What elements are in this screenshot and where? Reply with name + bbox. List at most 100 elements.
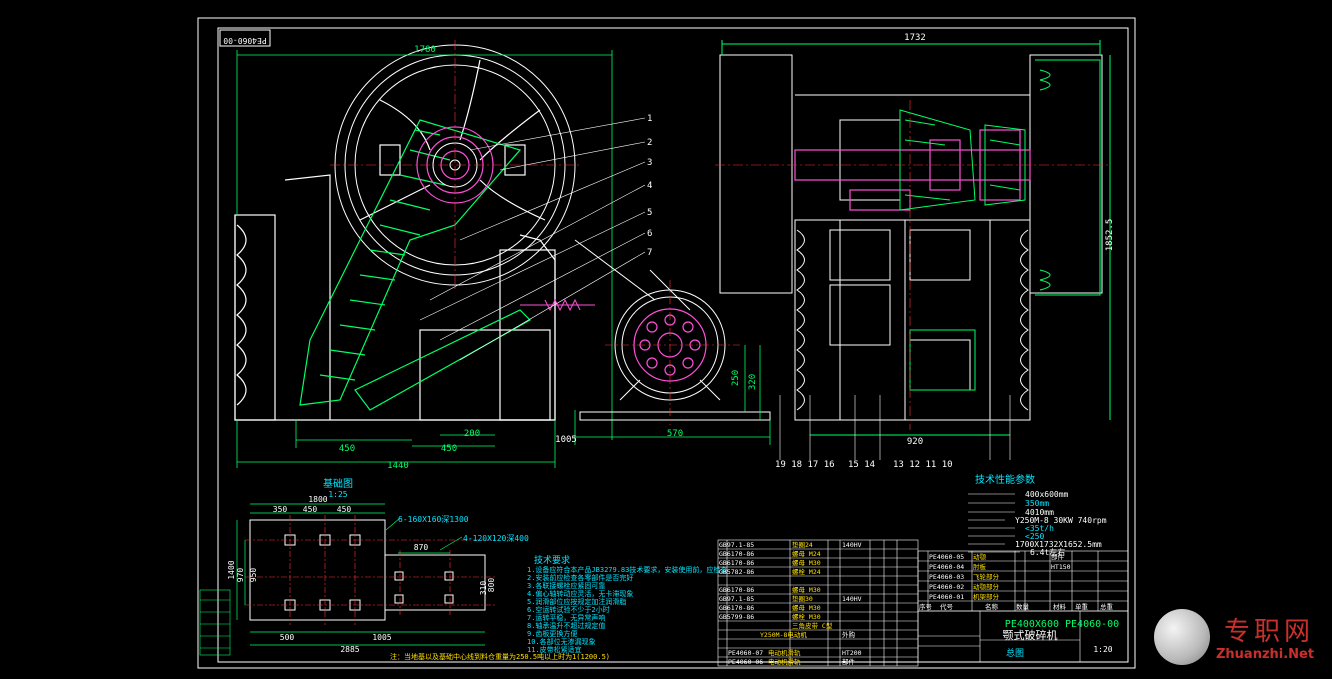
foundation-title: 基础图 xyxy=(323,477,353,490)
tech-param-value: 1700X1732X1652.5mm xyxy=(1015,540,1102,549)
table-row: PE4060-06 xyxy=(728,658,763,666)
table-header: 名称 xyxy=(985,602,999,611)
tech-param-value: 400x600mm xyxy=(1025,490,1069,499)
tech-param-value: Y250M-8 30KW 740rpm xyxy=(1015,516,1107,525)
table-row: PE4060-01 xyxy=(929,593,964,601)
table-row: GB6170-86 xyxy=(719,559,754,567)
dimension-label: 1005 xyxy=(372,633,391,642)
tech-req-footnote: 注：当地基以及基础中心线到料仓重量为250.5吨以上时为1(1200.5) xyxy=(390,652,610,661)
dim-front-top: 1780 xyxy=(414,45,436,55)
table-row: 动颚 xyxy=(973,553,987,561)
part-number: 13 12 11 10 xyxy=(893,460,953,470)
dimension-label: 450 xyxy=(303,505,318,514)
table-row: GB6170-86 xyxy=(719,604,754,612)
table-row: 螺母 M30 xyxy=(792,558,821,567)
tech-req-line: 11.皮带松紧适宜 xyxy=(527,645,582,654)
dimension-label: 870 xyxy=(414,543,429,552)
table-row: 飞轮部分 xyxy=(973,572,1000,581)
table-row: 螺母 M30 xyxy=(792,585,821,594)
watermark-cn: 专职网 xyxy=(1224,617,1315,647)
part-number: 4 xyxy=(647,181,652,191)
table-row: 螺母 M24 xyxy=(792,549,821,558)
tech-req-line: 6.空运转试验不少于2小时 xyxy=(527,605,610,614)
watermark-en: Zhuanzhi.Net xyxy=(1216,647,1315,662)
tech-req-line: 8.轴承温升不超过规定值 xyxy=(527,621,605,630)
table-row: PE4060-02 xyxy=(929,583,964,591)
dim-right-top: 1732 xyxy=(904,33,926,43)
foundation-note-1: 6-160X160深1300 xyxy=(398,515,469,524)
table-row: 电动机滑轨 xyxy=(768,657,801,666)
part-number: 15 14 xyxy=(848,460,875,470)
watermark-logo-icon xyxy=(1154,609,1210,665)
parts-list-rows: GB97.1-85 垫圈24 140HV GB6170-86 螺母 M24 GB… xyxy=(719,540,862,666)
part-number: 2 xyxy=(647,138,652,148)
table-row: 垫圈24 xyxy=(792,540,813,549)
dimension-label: 500 xyxy=(280,633,295,642)
dim-side-320: 320 xyxy=(748,374,758,390)
dim-front-200: 200 xyxy=(464,429,480,439)
table-row: GB5799-86 xyxy=(719,613,754,621)
table-row: 140HV xyxy=(842,541,862,549)
parts-list-right-rows: PE4060-05 动颚 部件 PE4060-04 肘板 HT150 PE406… xyxy=(919,552,1114,611)
part-number: 5 xyxy=(647,208,652,218)
dimension-label: 950 xyxy=(249,568,258,583)
dimension-label: 1400 xyxy=(227,560,236,579)
tech-param-value: 4010mm xyxy=(1025,508,1054,517)
part-number: 3 xyxy=(647,158,652,168)
table-row: 垫圈30 xyxy=(792,594,813,603)
table-row: HT150 xyxy=(1051,563,1071,571)
table-header: 总重 xyxy=(1100,602,1114,611)
tech-req-title: 技术要求 xyxy=(534,554,570,566)
table-row: 部件 xyxy=(842,657,856,666)
title-block-model: PE400X600 PE4060-00 xyxy=(1005,619,1119,630)
tech-params-values: 400x600mm 350mm 4010mm Y250M-8 30KW 740r… xyxy=(1015,490,1107,557)
title-block-name: 颚式破碎机 xyxy=(1003,628,1058,642)
foundation-scale: 1:25 xyxy=(328,490,347,499)
table-row: 电动机滑轨 xyxy=(768,648,801,657)
tech-param-value: 350mm xyxy=(1025,499,1049,508)
tech-req-line: 7.运转平稳，无异常声响 xyxy=(527,613,605,622)
dimension-label: 970 xyxy=(236,568,245,583)
table-row: 部件 xyxy=(1051,552,1065,561)
drawing-code-rotated: PE4060-00 xyxy=(223,36,267,45)
table-row: 动颚部分 xyxy=(973,582,1000,591)
table-header: 数量 xyxy=(1016,602,1030,611)
table-row: Y250M-8电动机 xyxy=(760,630,807,639)
dim-side-570: 570 xyxy=(667,429,683,439)
table-row: 三角皮带 C型 xyxy=(792,621,833,630)
table-row: 外购 xyxy=(842,630,856,639)
table-row: 螺栓 M30 xyxy=(792,612,821,621)
part-number: 6 xyxy=(647,229,652,239)
tech-param-value: <250 xyxy=(1025,532,1044,541)
tech-req-line: 5.润滑部位应按规定加注润滑脂 xyxy=(527,597,626,606)
table-row: 螺栓 M24 xyxy=(792,567,821,576)
table-row: PE4060-07 xyxy=(728,649,763,657)
dim-right-bottom: 920 xyxy=(907,437,923,447)
tech-req-lines: 1.设备应符合本产品JB3279.83技术要求，安装使用前，应检查 2.安装前应… xyxy=(527,565,727,654)
table-header: 序号 xyxy=(919,602,933,611)
part-number: 7 xyxy=(647,248,652,258)
tech-req-line: 10.各部位无渗漏现象 xyxy=(527,637,596,646)
dim-front-450a: 450 xyxy=(339,444,355,454)
foundation-note-2: 4-120X120深400 xyxy=(463,534,529,543)
title-block-subtitle: 总图 xyxy=(1006,647,1024,659)
motor-side-view xyxy=(574,239,771,445)
tech-req-line: 1.设备应符合本产品JB3279.83技术要求，安装使用前，应检查 xyxy=(527,565,727,574)
dimension-label: 350 xyxy=(273,505,288,514)
parts-list-grid xyxy=(717,539,1129,667)
tech-req-line: 4.偏心轴转动应灵活，无卡滞现象 xyxy=(527,589,633,598)
dimension-label: 800 xyxy=(487,578,496,593)
tech-param-value: <35t/h xyxy=(1025,524,1054,533)
tech-req-line: 3.各联接螺栓应紧固可靠 xyxy=(527,581,605,590)
table-row: 螺母 M30 xyxy=(792,603,821,612)
part-number-labels: 1 2 3 4 5 6 7 xyxy=(647,114,652,258)
dim-side-1005: 1005 xyxy=(555,435,577,445)
table-header: 代号 xyxy=(940,602,954,611)
bottom-part-labels: 19 18 17 16 15 14 13 12 11 10 xyxy=(775,460,953,470)
table-row: GB6170-86 xyxy=(719,550,754,558)
table-row: GB97.1-85 xyxy=(719,541,754,549)
part-number: 1 xyxy=(647,114,652,124)
dim-side-250: 250 xyxy=(731,370,741,386)
dimension-label: 1800 xyxy=(308,495,327,504)
tech-req-line: 2.安装前应检查各零部件是否完好 xyxy=(527,573,633,582)
